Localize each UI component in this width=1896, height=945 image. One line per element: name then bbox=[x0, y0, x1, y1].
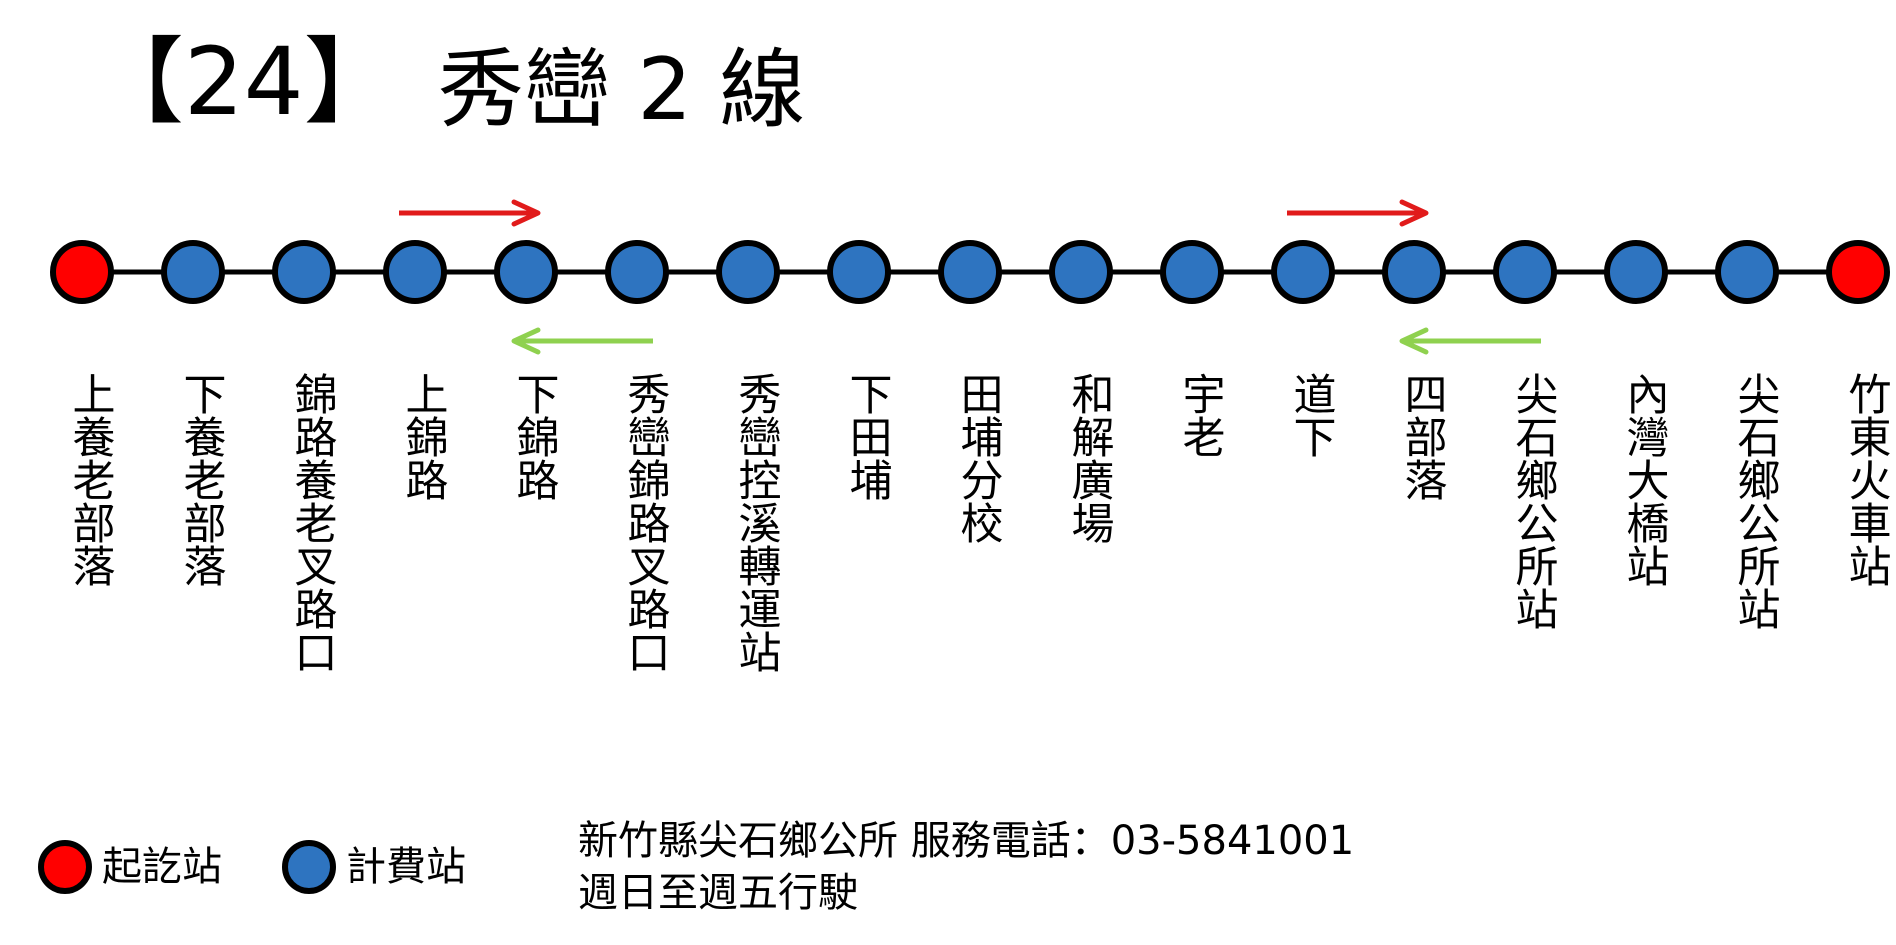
forward-arrow-icon bbox=[1287, 199, 1429, 227]
fare-stop-marker bbox=[383, 240, 447, 304]
fare-stop-icon bbox=[282, 840, 336, 894]
fare-stop-marker bbox=[1160, 240, 1224, 304]
fare-stop-marker bbox=[1382, 240, 1446, 304]
stop-label: 上錦路 bbox=[398, 372, 448, 501]
stop-label: 四部落 bbox=[1397, 372, 1447, 501]
fare-stop-marker bbox=[827, 240, 891, 304]
fare-stop-marker bbox=[1493, 240, 1557, 304]
stop-label: 竹東火車站 bbox=[1841, 372, 1891, 587]
stop-label: 上養老部落 bbox=[65, 372, 115, 587]
fare-stop-marker bbox=[1604, 240, 1668, 304]
fare-stop-marker bbox=[272, 240, 336, 304]
route-name: 秀巒 2 線 bbox=[438, 40, 806, 140]
service-phone-line: 新竹縣尖石鄉公所 服務電話：03-5841001 bbox=[578, 818, 1355, 864]
stop-label: 秀巒錦路叉路口 bbox=[620, 372, 670, 673]
fare-stop-marker bbox=[1715, 240, 1779, 304]
terminal-stop-icon bbox=[38, 840, 92, 894]
return-arrow-icon bbox=[1399, 327, 1541, 355]
stop-label: 下錦路 bbox=[509, 372, 559, 501]
fare-stop-marker bbox=[1271, 240, 1335, 304]
schedule-line: 週日至週五行駛 bbox=[578, 870, 858, 916]
fare-stop-marker bbox=[494, 240, 558, 304]
terminal-stop-marker bbox=[50, 240, 114, 304]
fare-stop-marker bbox=[938, 240, 1002, 304]
terminal-stop-marker bbox=[1826, 240, 1890, 304]
fare-stop-marker bbox=[605, 240, 669, 304]
legend-fare-label: 計費站 bbox=[346, 844, 466, 890]
stop-label: 下田埔 bbox=[842, 372, 892, 501]
direction-arrows bbox=[399, 199, 1541, 355]
stop-label: 和解廣場 bbox=[1064, 372, 1114, 544]
stop-label: 田埔分校 bbox=[953, 372, 1003, 544]
route-number: 【24】 bbox=[90, 28, 398, 137]
fare-stop-marker bbox=[161, 240, 225, 304]
fare-stop-marker bbox=[716, 240, 780, 304]
stop-label: 秀巒控溪轉運站 bbox=[731, 372, 781, 673]
stop-label: 道下 bbox=[1286, 372, 1336, 458]
legend-terminal-label: 起訖站 bbox=[102, 844, 222, 890]
stop-label: 尖石鄉公所站 bbox=[1508, 372, 1558, 630]
forward-arrow-icon bbox=[399, 199, 541, 227]
legend-terminal: 起訖站 bbox=[38, 840, 222, 894]
stop-label: 宇老 bbox=[1175, 372, 1225, 458]
fare-stop-marker bbox=[1049, 240, 1113, 304]
stop-label: 內灣大橋站 bbox=[1619, 372, 1669, 587]
stop-label: 錦路養老叉路口 bbox=[287, 372, 337, 673]
service-info: 新竹縣尖石鄉公所 服務電話：03-5841001 週日至週五行駛 bbox=[578, 815, 1354, 919]
return-arrow-icon bbox=[511, 327, 653, 355]
stops bbox=[50, 240, 1890, 304]
stop-label: 下養老部落 bbox=[176, 372, 226, 587]
stop-label: 尖石鄉公所站 bbox=[1730, 372, 1780, 630]
legend-fare: 計費站 bbox=[282, 840, 466, 894]
